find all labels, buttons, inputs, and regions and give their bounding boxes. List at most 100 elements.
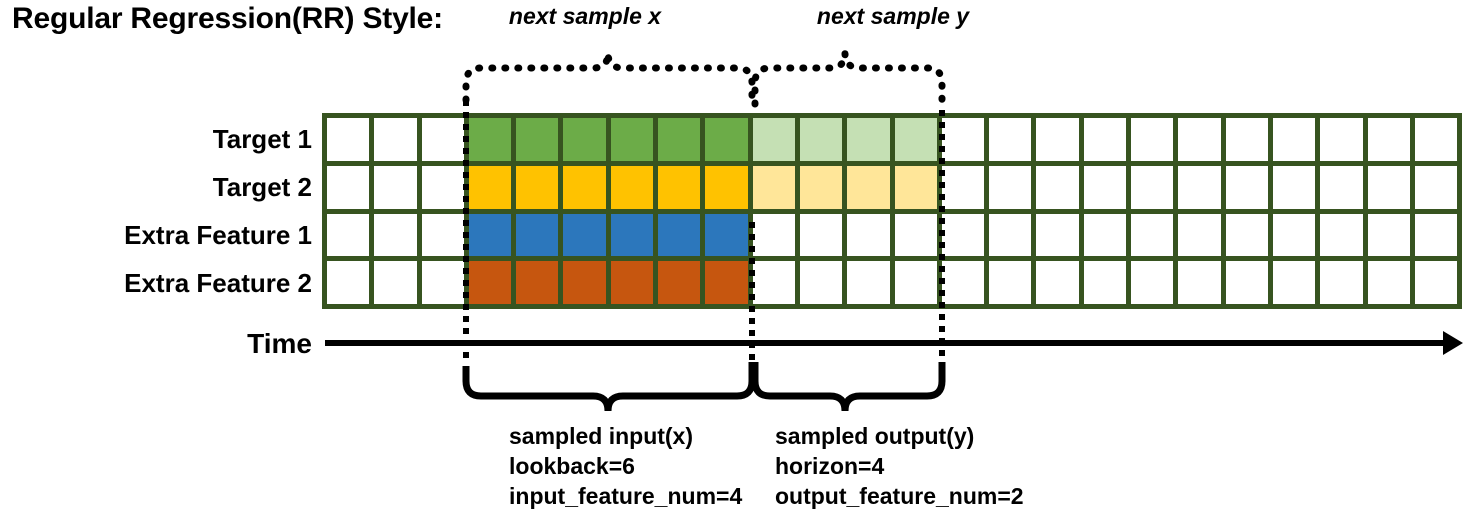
- grid-cell: [752, 261, 795, 304]
- grid-cell-input: [610, 213, 654, 257]
- grid-cell-input: [705, 165, 748, 209]
- grid-cell-output: [894, 165, 937, 209]
- grid-cell: [1414, 261, 1458, 304]
- guide-line-input-end: [749, 222, 755, 362]
- grid-cell: [799, 261, 843, 304]
- grid-cell: [327, 118, 370, 161]
- grid-cell: [847, 213, 890, 257]
- caption-sampled-input-feature-num: input_feature_num=4: [509, 482, 743, 509]
- grid-cell-input: [563, 213, 606, 257]
- grid-cell: [421, 165, 464, 209]
- grid-cell: [327, 213, 370, 257]
- grid-cell-input: [658, 213, 701, 257]
- grid-cell-input: [705, 261, 748, 304]
- caption-sampled-input-lookback: lookback=6: [509, 452, 635, 479]
- grid-cell-output: [752, 118, 795, 161]
- grid-cell: [374, 165, 417, 209]
- grid-cell: [799, 213, 843, 257]
- grid-cell: [1131, 261, 1174, 304]
- grid-cell: [327, 165, 370, 209]
- grid-cell: [421, 261, 464, 304]
- grid-cell: [327, 261, 370, 304]
- caption-next-sample-y: next sample y: [816, 3, 970, 29]
- bottom-brace-sampled-input: [462, 362, 756, 412]
- grid-row-extra-feature-2: [327, 261, 1458, 304]
- grid-cell: [1083, 213, 1127, 257]
- timeline-grid: [322, 113, 1462, 309]
- grid-cell-input: [516, 261, 559, 304]
- grid-cell: [1036, 213, 1079, 257]
- caption-sampled-output-horizon: horizon=4: [775, 452, 885, 479]
- caption-sampled-output-feature-num: output_feature_num=2: [775, 482, 1024, 509]
- grid-cell: [1178, 213, 1221, 257]
- grid-cell: [1225, 165, 1268, 209]
- grid-cell: [989, 261, 1032, 304]
- grid-cell: [1131, 213, 1174, 257]
- grid-cell: [421, 213, 464, 257]
- grid-cell: [1320, 213, 1363, 257]
- grid-cell-input: [516, 213, 559, 257]
- grid-cell-output: [799, 165, 843, 209]
- grid-cell: [1225, 118, 1268, 161]
- grid-cell: [1414, 213, 1458, 257]
- bottom-brace-sampled-output: [751, 362, 946, 412]
- caption-sampled-output: sampled output(y) horizon=4 output_featu…: [775, 422, 1024, 512]
- row-label-target-1: Target 1: [212, 124, 312, 154]
- grid-cell: [1225, 213, 1268, 257]
- row-label-column: Target 1 Target 2 Extra Feature 1 Extra …: [0, 0, 312, 516]
- grid-cell: [1272, 261, 1316, 304]
- caption-sampled-input: sampled input(x) lookback=6 input_featur…: [509, 422, 742, 512]
- grid-cell: [1178, 261, 1221, 304]
- grid-cell: [1083, 118, 1127, 161]
- caption-sampled-output-title: sampled output(y): [775, 423, 975, 449]
- grid-cell-input: [705, 213, 748, 257]
- caption-next-sample-x: next sample x: [508, 3, 662, 29]
- grid-cell: [1225, 261, 1268, 304]
- grid-cell-input: [658, 165, 701, 209]
- top-brace-next-sample-y: [751, 52, 946, 114]
- grid-cell: [374, 261, 417, 304]
- grid-row-extra-feature-1: [327, 213, 1458, 257]
- grid-cell: [421, 118, 464, 161]
- grid-cell-input: [468, 165, 512, 209]
- grid-cell: [1414, 118, 1458, 161]
- grid-cell-input: [468, 213, 512, 257]
- grid-cell-input: [563, 118, 606, 161]
- grid-cell-input: [516, 165, 559, 209]
- grid-cell-input: [610, 165, 654, 209]
- grid-cell: [1083, 165, 1127, 209]
- grid-cell-input: [610, 261, 654, 304]
- grid-cell-input: [563, 165, 606, 209]
- guide-line-input-start: [463, 100, 469, 362]
- grid-cell-output: [847, 118, 890, 161]
- grid-cell: [1272, 118, 1316, 161]
- grid-cell: [989, 165, 1032, 209]
- page-title: Regular Regression(RR) Style:: [12, 2, 443, 35]
- grid-cell-input: [658, 261, 701, 304]
- grid-cell: [1178, 118, 1221, 161]
- grid-cell: [1367, 165, 1410, 209]
- grid-cell: [989, 213, 1032, 257]
- grid-cell: [1083, 261, 1127, 304]
- row-label-extra-feature-1: Extra Feature 1: [124, 220, 312, 250]
- grid-cell: [1320, 118, 1363, 161]
- grid-cell-input: [563, 261, 606, 304]
- grid-cell: [1320, 165, 1363, 209]
- grid-cell: [752, 213, 795, 257]
- grid-row-target-1: [327, 118, 1458, 161]
- grid-cell: [1272, 165, 1316, 209]
- grid-cell-input: [658, 118, 701, 161]
- time-axis-line: [325, 340, 1447, 346]
- grid-cell: [374, 118, 417, 161]
- top-brace-next-sample-x: [462, 52, 756, 108]
- grid-cell: [1178, 165, 1221, 209]
- caption-sampled-input-title: sampled input(x): [509, 423, 694, 449]
- grid-cell-input: [468, 261, 512, 304]
- grid-cell: [941, 213, 985, 257]
- grid-cell: [1036, 165, 1079, 209]
- grid-cell: [941, 165, 985, 209]
- grid-cell: [989, 118, 1032, 161]
- grid-cell-input: [516, 118, 559, 161]
- grid-cell: [1036, 261, 1079, 304]
